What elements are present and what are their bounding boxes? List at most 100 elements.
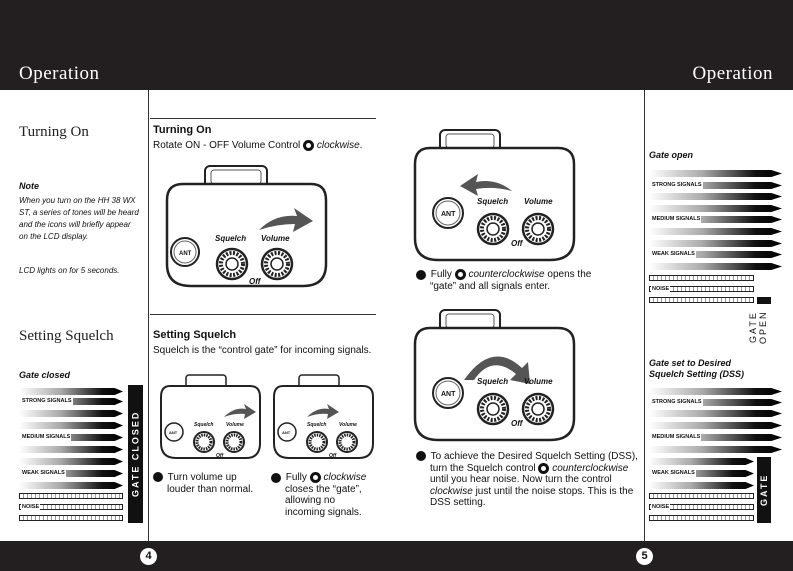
note-title: Note — [19, 181, 39, 191]
noise-bar — [19, 515, 123, 521]
step1-number: 1 — [149, 472, 163, 483]
column-divider-left — [148, 90, 149, 541]
step2-text-c: opens the “gate” and all signals enter. — [430, 269, 592, 292]
volume-label: Volume — [339, 422, 357, 428]
signal-arrow — [649, 482, 754, 489]
step3-text-e: just until the noise stops. This is the … — [430, 485, 634, 509]
step2-text-b: counterclockwise — [468, 269, 545, 281]
right-page-title: Operation — [692, 63, 773, 84]
page-number-left: 4 — [140, 548, 157, 565]
volume-label: Volume — [261, 234, 290, 243]
signal-arrow — [649, 470, 754, 477]
signal-arrow — [649, 182, 782, 189]
setting-squelch-title: Setting Squelch — [153, 329, 237, 341]
left-page-title: Operation — [19, 63, 100, 84]
noise-label: NOISE — [651, 504, 671, 511]
footer-bar — [0, 541, 793, 571]
noise-bar — [649, 515, 754, 521]
step3-text-a: To achieve the Desired Squelch Setting (… — [430, 451, 638, 474]
column-divider-right — [644, 90, 645, 541]
turning-on-text-a: Rotate ON - OFF Volume Control — [153, 140, 301, 152]
noise-bar — [649, 504, 754, 510]
step2-text-c: closes the “gate”, allowing no incoming … — [285, 483, 362, 518]
rule-top — [150, 118, 376, 119]
gate-open-label: Gate open — [649, 150, 694, 160]
signal-arrow — [649, 458, 754, 465]
setting-squelch-heading: Setting Squelch — [19, 328, 114, 344]
noise-label: NOISE — [21, 504, 41, 511]
ant-label: ANT — [179, 251, 192, 257]
signal-arrow — [649, 434, 782, 441]
off-label: Off — [511, 419, 524, 428]
bidirectional-arrow — [464, 356, 530, 384]
medium-signals-label: MEDIUM SIGNALS — [651, 216, 702, 223]
gate-closed-label: Gate closed — [19, 370, 71, 380]
step2-number: 2 — [267, 472, 281, 483]
signal-arrow — [649, 410, 782, 417]
signal-arrow — [19, 388, 123, 395]
knob-icon — [538, 462, 550, 474]
knob-icon — [454, 269, 466, 280]
header-bar — [0, 0, 793, 90]
signal-arrow — [19, 458, 123, 465]
turning-on-text: Rotate ON - OFF Volume Control clockwise… — [153, 140, 383, 152]
step3-number: 3 — [412, 451, 426, 462]
gate-open-diagram: STRONG SIGNALS MEDIUM SIGNALS WEAK SIGNA… — [649, 168, 784, 348]
counterclockwise-arrow — [460, 174, 512, 196]
turning-on-text-b: clockwise — [316, 140, 360, 152]
radio-counterclockwise-illustration: ANT Squelch Volume Off — [413, 129, 576, 262]
signal-arrow — [19, 446, 123, 453]
volume-label: Volume — [524, 197, 553, 206]
setting-squelch-text: Squelch is the “control gate” for incomi… — [153, 345, 372, 356]
volume-label: Volume — [226, 422, 244, 428]
knob-icon — [303, 140, 315, 151]
step3-text-d: clockwise — [430, 485, 473, 497]
volume-label: Volume — [524, 377, 553, 386]
signal-arrow — [649, 240, 782, 247]
weak-signals-label: WEAK SIGNALS — [651, 251, 696, 258]
signal-arrow — [19, 470, 123, 477]
step1-text: Turn volume up louder than normal. — [167, 472, 254, 495]
lcd-note: LCD lights on for 5 seconds. — [19, 266, 120, 275]
signal-arrow — [649, 170, 782, 177]
noise-bar — [19, 493, 123, 499]
squelch-label: Squelch — [477, 377, 508, 386]
gate-closed-diagram: STRONG SIGNALS MEDIUM SIGNALS WEAK SIGNA… — [19, 385, 144, 525]
squelch-label: Squelch — [215, 234, 246, 243]
radio-top-illustration: ANT Squelch Volume Off — [165, 165, 328, 288]
dss-diagram: STRONG SIGNALS MEDIUM SIGNALS WEAK SIGNA… — [649, 385, 784, 525]
ant-label: ANT — [282, 430, 291, 435]
step3-text-c: until you hear noise. Now turn the contr… — [430, 474, 612, 486]
off-label: Off — [249, 277, 262, 286]
turning-on-heading: Turning On — [19, 124, 89, 140]
knob-icon — [309, 472, 321, 483]
medium-signals-label: MEDIUM SIGNALS — [21, 434, 72, 441]
step1: 1 Turn volume up louder than normal. — [149, 472, 265, 495]
weak-signals-label: WEAK SIGNALS — [21, 470, 66, 477]
clockwise-arrow — [259, 208, 313, 232]
signal-arrow — [649, 422, 782, 429]
step2-center: 2 Fully clockwise closes the “gate”, all… — [267, 472, 371, 518]
strong-signals-label: STRONG SIGNALS — [651, 182, 703, 189]
signal-arrow — [649, 399, 782, 406]
signal-arrow — [649, 193, 782, 200]
strong-signals-label: STRONG SIGNALS — [21, 398, 73, 405]
radio-dss-illustration: ANT Squelch Volume Off — [413, 309, 576, 442]
off-label: Off — [329, 453, 337, 459]
gate-bar: GATE — [757, 457, 771, 523]
signal-arrow — [649, 388, 782, 395]
noise-bar — [649, 297, 754, 303]
off-label: Off — [216, 453, 224, 459]
gate-open-text: GATE OPEN — [748, 310, 768, 344]
gate-closed-bar: GATE CLOSED — [128, 385, 143, 523]
strong-signals-label: STRONG SIGNALS — [651, 399, 703, 406]
signal-arrow — [649, 263, 782, 270]
signal-arrow — [649, 251, 782, 258]
note-text: When you turn on the HH 38 WX ST, a seri… — [19, 196, 139, 241]
ant-label: ANT — [441, 391, 456, 398]
gate-open-marker — [757, 297, 771, 304]
signal-arrow — [19, 410, 123, 417]
ant-label: ANT — [169, 430, 178, 435]
off-label: Off — [511, 239, 524, 248]
step3: 3 To achieve the Desired Squelch Setting… — [412, 451, 638, 509]
